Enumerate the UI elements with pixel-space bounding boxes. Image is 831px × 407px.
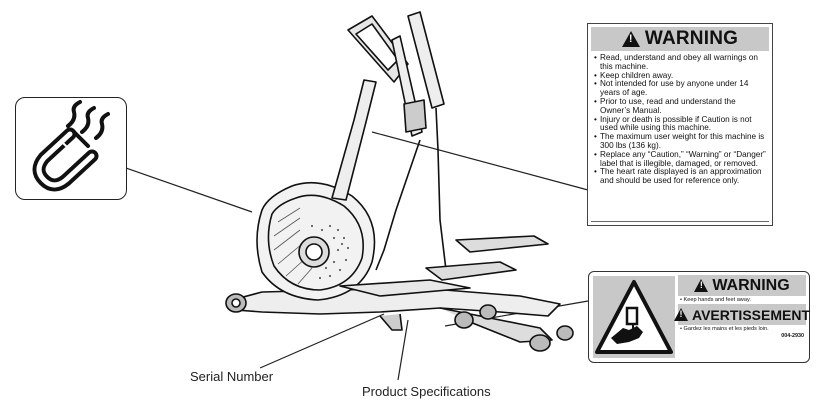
spec-leader-line — [397, 319, 409, 381]
hand-pinch-hazard-icon — [593, 276, 675, 358]
warning-item: Prior to use, read and understand the Ow… — [594, 97, 768, 116]
alert-triangle-icon — [674, 308, 689, 321]
pinch-warning-title: WARNING — [712, 276, 790, 294]
warning-leader-line — [371, 131, 589, 191]
pinch-hazard-label: WARNING • Keep hands and feet away. AVER… — [588, 271, 810, 363]
warning-item: The heart rate displayed is an approxima… — [594, 168, 768, 186]
pinch-warning-header: WARNING — [678, 275, 806, 296]
warning-item: Injury or death is possible if Caution i… — [594, 115, 768, 134]
warning-item: Read, understand and obey all warnings o… — [594, 53, 768, 72]
magnet-icon-label — [15, 97, 127, 200]
part-code: 004-2930 — [781, 333, 804, 339]
pinch-french-text: • Gardez les mains et les pieds loin. — [680, 326, 769, 332]
warning-label: WARNING Read, understand and obey all wa… — [587, 23, 773, 226]
machine-body — [225, 11, 574, 352]
warning-divider — [591, 221, 769, 222]
serial-leader-line — [259, 313, 385, 369]
warning-title: WARNING — [644, 28, 739, 49]
warning-header: WARNING — [591, 27, 769, 51]
pinch-french-title: AVERTISSEMENT — [692, 306, 810, 323]
pinch-french-header: AVERTISSEMENT — [674, 304, 810, 325]
product-specifications-label: Product Specifications — [362, 384, 491, 399]
warning-item: Keep children away. — [594, 71, 768, 81]
magnet-leader-line — [125, 167, 253, 213]
pinch-warning-text: • Keep hands and feet away. — [680, 297, 751, 303]
warning-item: Replace any “Caution,” “Warning” or “Dan… — [594, 150, 768, 169]
serial-number-label: Serial Number — [190, 369, 274, 384]
alert-triangle-icon — [694, 279, 709, 292]
warning-item: Not intended for use by anyone under 14 … — [594, 80, 768, 98]
pinch-text-panel: WARNING • Keep hands and feet away. AVER… — [674, 275, 810, 359]
warning-list: Read, understand and obey all warnings o… — [594, 53, 768, 186]
warning-item: The maximum user weight for this machine… — [594, 132, 768, 151]
alert-triangle-icon — [621, 31, 640, 47]
magnet-icon — [32, 100, 110, 192]
